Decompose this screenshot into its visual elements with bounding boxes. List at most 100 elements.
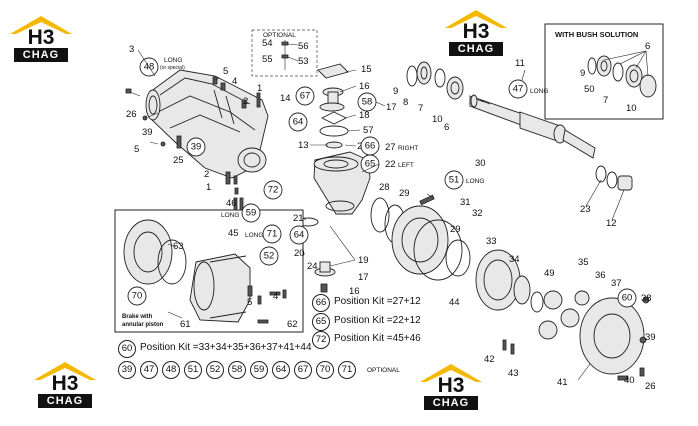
- optional-47: 47: [140, 361, 158, 379]
- callout-16: 16: [359, 81, 370, 92]
- callout-17: 17: [386, 102, 397, 113]
- axle-housing: [145, 69, 269, 179]
- callout-23: 23: [580, 204, 591, 215]
- callout-2: 2: [243, 96, 248, 107]
- callout-54: 54: [262, 38, 273, 49]
- callout-34: 34: [509, 254, 520, 265]
- circled-67: 67: [300, 91, 311, 102]
- logo-roof-icon: [34, 362, 96, 380]
- callout-3: 3: [129, 44, 134, 55]
- bush-solution-parts: [587, 55, 657, 98]
- circled-47: 47: [513, 84, 524, 95]
- callout-13: 13: [298, 140, 309, 151]
- optional-70: 70: [316, 361, 334, 379]
- callout-49: 49: [544, 268, 555, 279]
- brand-logo-bottom-right: H3 CHAG: [418, 362, 484, 412]
- circled-59: 59: [246, 208, 257, 219]
- kingpin-stack-top: [281, 40, 349, 149]
- callout-42: 42: [484, 354, 495, 365]
- logo-sub-text: CHAG: [424, 396, 478, 410]
- callout-56: 56: [298, 41, 309, 52]
- kit-72-number: 72: [312, 331, 330, 349]
- circled-71: 71: [267, 229, 278, 240]
- callout-4: 4: [232, 76, 237, 87]
- callout-1b: 1: [206, 182, 211, 193]
- long-label-48: LONG: [164, 57, 182, 64]
- optional-39: 39: [118, 361, 136, 379]
- callout-53: 53: [298, 56, 309, 67]
- callout-40: 40: [624, 375, 635, 386]
- long-label-51: LONG: [466, 178, 484, 185]
- callout-45: 45: [228, 228, 239, 239]
- callout-11: 11: [515, 58, 525, 69]
- callout-25: 25: [173, 155, 184, 166]
- kit-65-number: 65: [312, 313, 330, 331]
- circled-72: 72: [268, 185, 279, 196]
- optional-48: 48: [162, 361, 180, 379]
- optional-label: OPTIONAL: [263, 32, 296, 39]
- callout-20b: 20: [294, 248, 305, 259]
- logo-main-text: H3: [462, 20, 490, 43]
- kit-60-text: Position Kit =33+34+35+36+37+41+44: [140, 342, 312, 353]
- circled-64b: 64: [294, 230, 305, 241]
- housing-fasteners: [125, 76, 261, 195]
- callout-7: 7: [418, 103, 423, 114]
- hub-seals-upper: [406, 61, 464, 100]
- callout-39a: 39: [142, 127, 153, 138]
- shim-46: [233, 197, 238, 211]
- callout-28: 28: [379, 182, 390, 193]
- callout-55: 55: [262, 54, 273, 65]
- callout-numbers: 3 5 4 1 2 26 39 5 25 2 1 46 45 54 56 55 …: [126, 38, 656, 392]
- callout-9-bush: 9: [580, 68, 585, 79]
- optional-58: 58: [228, 361, 246, 379]
- circled-66: 66: [365, 141, 376, 152]
- callout-14: 14: [280, 93, 291, 104]
- callout-24: 24: [307, 261, 318, 272]
- callout-43: 43: [508, 368, 519, 379]
- callout-33: 33: [486, 236, 497, 247]
- callout-63: 63: [173, 241, 184, 252]
- logo-main-text: H3: [437, 374, 465, 397]
- callout-1: 1: [257, 83, 262, 94]
- optional-71: 71: [338, 361, 356, 379]
- callout-19: 19: [358, 255, 369, 266]
- logo-main-text: H3: [27, 26, 55, 49]
- callout-7-bush: 7: [603, 95, 608, 106]
- long-label-71: LONG: [245, 232, 263, 239]
- callout-10: 10: [432, 114, 443, 125]
- circled-39: 39: [191, 142, 202, 153]
- callout-5b: 5: [134, 144, 139, 155]
- callout-29b: 29: [450, 224, 461, 235]
- circled-60: 60: [622, 293, 633, 304]
- circled-52: 52: [264, 251, 275, 262]
- kit-66-text: Position Kit =27+12: [334, 296, 421, 307]
- brand-logo-bottom-left: H3 CHAG: [32, 360, 98, 410]
- callout-61: 61: [180, 319, 191, 330]
- right-label: RIGHT: [398, 145, 418, 152]
- circled-51: 51: [449, 175, 460, 186]
- callout-36: 36: [595, 270, 606, 281]
- logo-sub-text: CHAG: [38, 394, 92, 408]
- optional-64: 64: [272, 361, 290, 379]
- kit-72-text: Position Kit =45+46: [334, 333, 421, 344]
- circled-58: 58: [362, 97, 373, 108]
- callout-30: 30: [475, 158, 486, 169]
- callout-17b: 17: [358, 272, 369, 283]
- brake-label-line1: Brake with: [122, 314, 153, 320]
- callout-26: 26: [126, 109, 137, 120]
- logo-sub-text: CHAG: [14, 48, 68, 62]
- callout-38: 38: [641, 293, 652, 304]
- left-label: LEFT: [398, 162, 414, 169]
- callout-16b: 16: [349, 286, 360, 297]
- callout-22: 22: [385, 159, 396, 170]
- annotation-labels: OPTIONAL WITH BUSH SOLUTION LONG (or spe…: [122, 30, 638, 374]
- callout-12: 12: [606, 218, 617, 229]
- brake-label-line2: annular piston: [122, 322, 164, 328]
- callout-27: 27: [385, 142, 396, 153]
- callout-21: 21: [293, 213, 304, 224]
- logo-sub-text: CHAG: [449, 42, 503, 56]
- callout-37: 37: [611, 278, 622, 289]
- shim-45: [239, 197, 244, 211]
- callout-50: 50: [584, 84, 595, 95]
